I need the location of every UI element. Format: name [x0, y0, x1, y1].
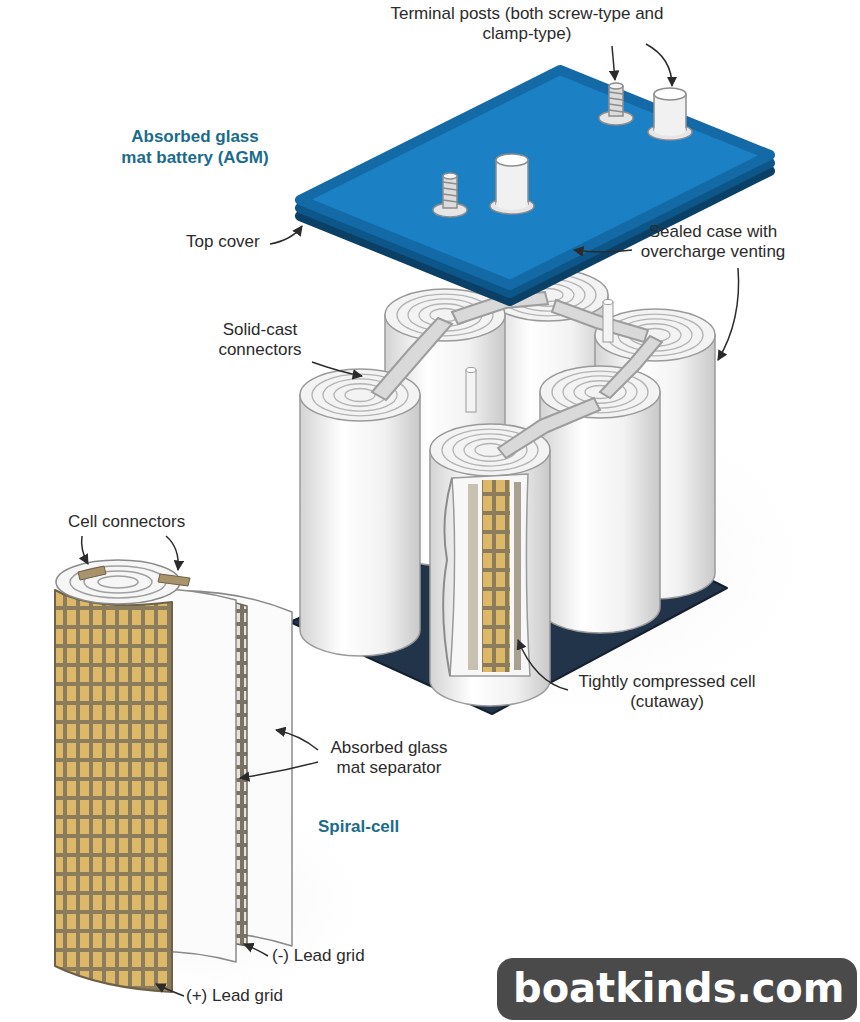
vent-post-body — [603, 302, 613, 342]
connector-strap — [372, 318, 452, 400]
cell-group — [300, 269, 715, 706]
callout-label: (+) Lead grid — [186, 986, 283, 1006]
screw-thread — [609, 92, 623, 112]
separator-edge — [514, 482, 521, 670]
separator-edge — [468, 484, 478, 670]
vent-post — [466, 300, 613, 413]
cell-body — [300, 395, 420, 656]
vent-post-top — [466, 368, 476, 373]
leader-line — [82, 536, 88, 564]
section-label: Spiral-cell — [318, 817, 399, 837]
terminal-posts — [433, 83, 692, 217]
leader-line — [276, 730, 318, 750]
vent-post-top — [603, 300, 613, 305]
cutaway-face — [450, 474, 530, 676]
torn-edge — [443, 478, 452, 676]
watermark: boatkinds.com — [513, 964, 845, 1012]
top-cover — [300, 70, 770, 301]
leader-line — [270, 226, 302, 244]
callout-label: (-) Lead grid — [272, 946, 365, 966]
screw-top — [443, 173, 457, 179]
roll-spiral — [70, 566, 166, 598]
connector-strap — [552, 300, 648, 342]
callout-label: Absorbed glass mat separator — [318, 738, 460, 778]
callout-label: Solid-cast connectors — [204, 320, 316, 360]
solid-cast-connectors — [372, 292, 662, 458]
clamp-post-top — [496, 154, 528, 166]
floor-shadow — [260, 370, 860, 750]
screw-thread — [443, 182, 457, 202]
cell-body — [430, 450, 550, 706]
cell-connector-tab — [158, 574, 190, 586]
leader-line — [312, 362, 362, 376]
diagram-title: Absorbed glass mat battery (AGM) — [116, 126, 274, 168]
cutaway-grid — [482, 480, 510, 672]
leader-line — [574, 250, 632, 252]
watermark-plate — [497, 958, 857, 1020]
screw-post — [443, 176, 457, 208]
clamp-post-base — [654, 124, 686, 136]
callout-label: Cell connectors — [68, 512, 185, 532]
leader-line — [240, 762, 318, 778]
vent-post-body — [466, 370, 476, 412]
screw-post — [609, 86, 623, 116]
clamp-post-top — [654, 88, 686, 100]
callout-label: Terminal posts (both screw-type and clam… — [372, 4, 682, 44]
leader-line — [718, 268, 739, 360]
connector-strap — [600, 336, 662, 398]
cell-spiral — [345, 389, 375, 402]
callout-label: Tightly compressed cell (cutaway) — [560, 672, 774, 712]
leader-line — [244, 944, 268, 956]
connector-strap — [498, 398, 600, 458]
cell-connector-tab — [78, 566, 106, 580]
leader-line — [646, 44, 672, 86]
positive-grid — [55, 590, 172, 992]
screw-top — [609, 83, 623, 89]
callout-label: Sealed case with overcharge venting — [628, 222, 798, 262]
leader-line — [518, 640, 568, 690]
clamp-post-base — [496, 198, 528, 210]
leader-line — [156, 984, 184, 996]
callout-label: Top cover — [186, 232, 260, 252]
leader-line — [166, 536, 178, 570]
cell-cutaway — [443, 474, 530, 676]
roll-spiral — [98, 576, 138, 588]
leader-line — [612, 46, 615, 80]
